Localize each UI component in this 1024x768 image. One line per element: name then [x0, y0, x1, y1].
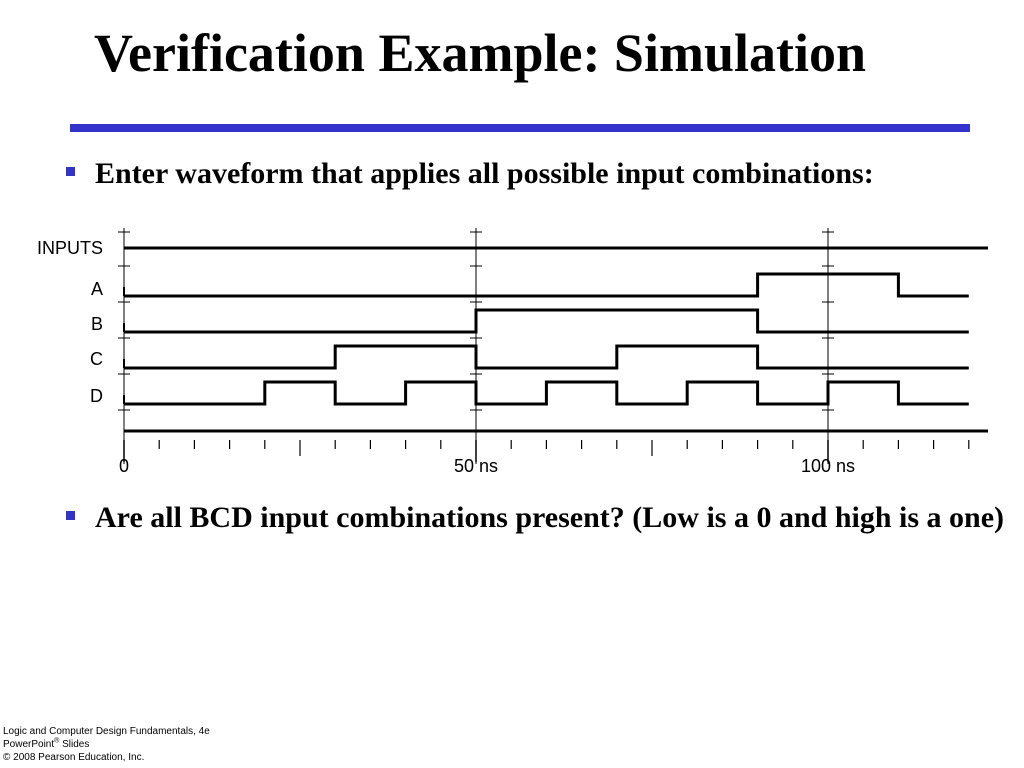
waveform-b — [124, 308, 969, 334]
time-tick-label: 100 ns — [801, 456, 855, 476]
slide-title: Verification Example: Simulation — [94, 23, 867, 83]
square-bullet-icon — [66, 167, 75, 176]
footer-book-title: Logic and Computer Design Fundamentals, … — [3, 726, 210, 737]
time-tick-label: 50 ns — [454, 456, 498, 476]
bullet-text: Enter waveform that applies all possible… — [95, 157, 874, 190]
signal-label-d: D — [90, 386, 103, 406]
title-underline — [70, 124, 970, 132]
bullet-item: Enter waveform that applies all possible… — [66, 154, 1006, 194]
signal-label-b: B — [91, 314, 103, 334]
square-bullet-icon — [66, 511, 75, 520]
slide-footer: Logic and Computer Design Fundamentals, … — [3, 725, 210, 764]
signal-label-inputs: INPUTS — [37, 238, 103, 258]
signal-label-a: A — [91, 279, 103, 299]
time-tick-label: 0 — [119, 456, 129, 476]
footer-powerpoint: PowerPoint — [3, 739, 55, 750]
waveform-a — [124, 272, 969, 298]
footer-registered-mark: ® — [54, 737, 60, 745]
signal-label-c: C — [90, 349, 103, 369]
bullet-text: Are all BCD input combinations present? … — [95, 501, 1005, 534]
bullet-item: Are all BCD input combinations present? … — [66, 498, 1006, 538]
footer-slides-word: Slides — [59, 739, 90, 750]
footer-copyright: © 2008 Pearson Education, Inc. — [3, 752, 145, 763]
waveform-d — [124, 380, 969, 406]
footer-slides-line: PowerPoint® Slides — [3, 738, 210, 751]
waveform-c — [124, 344, 969, 370]
